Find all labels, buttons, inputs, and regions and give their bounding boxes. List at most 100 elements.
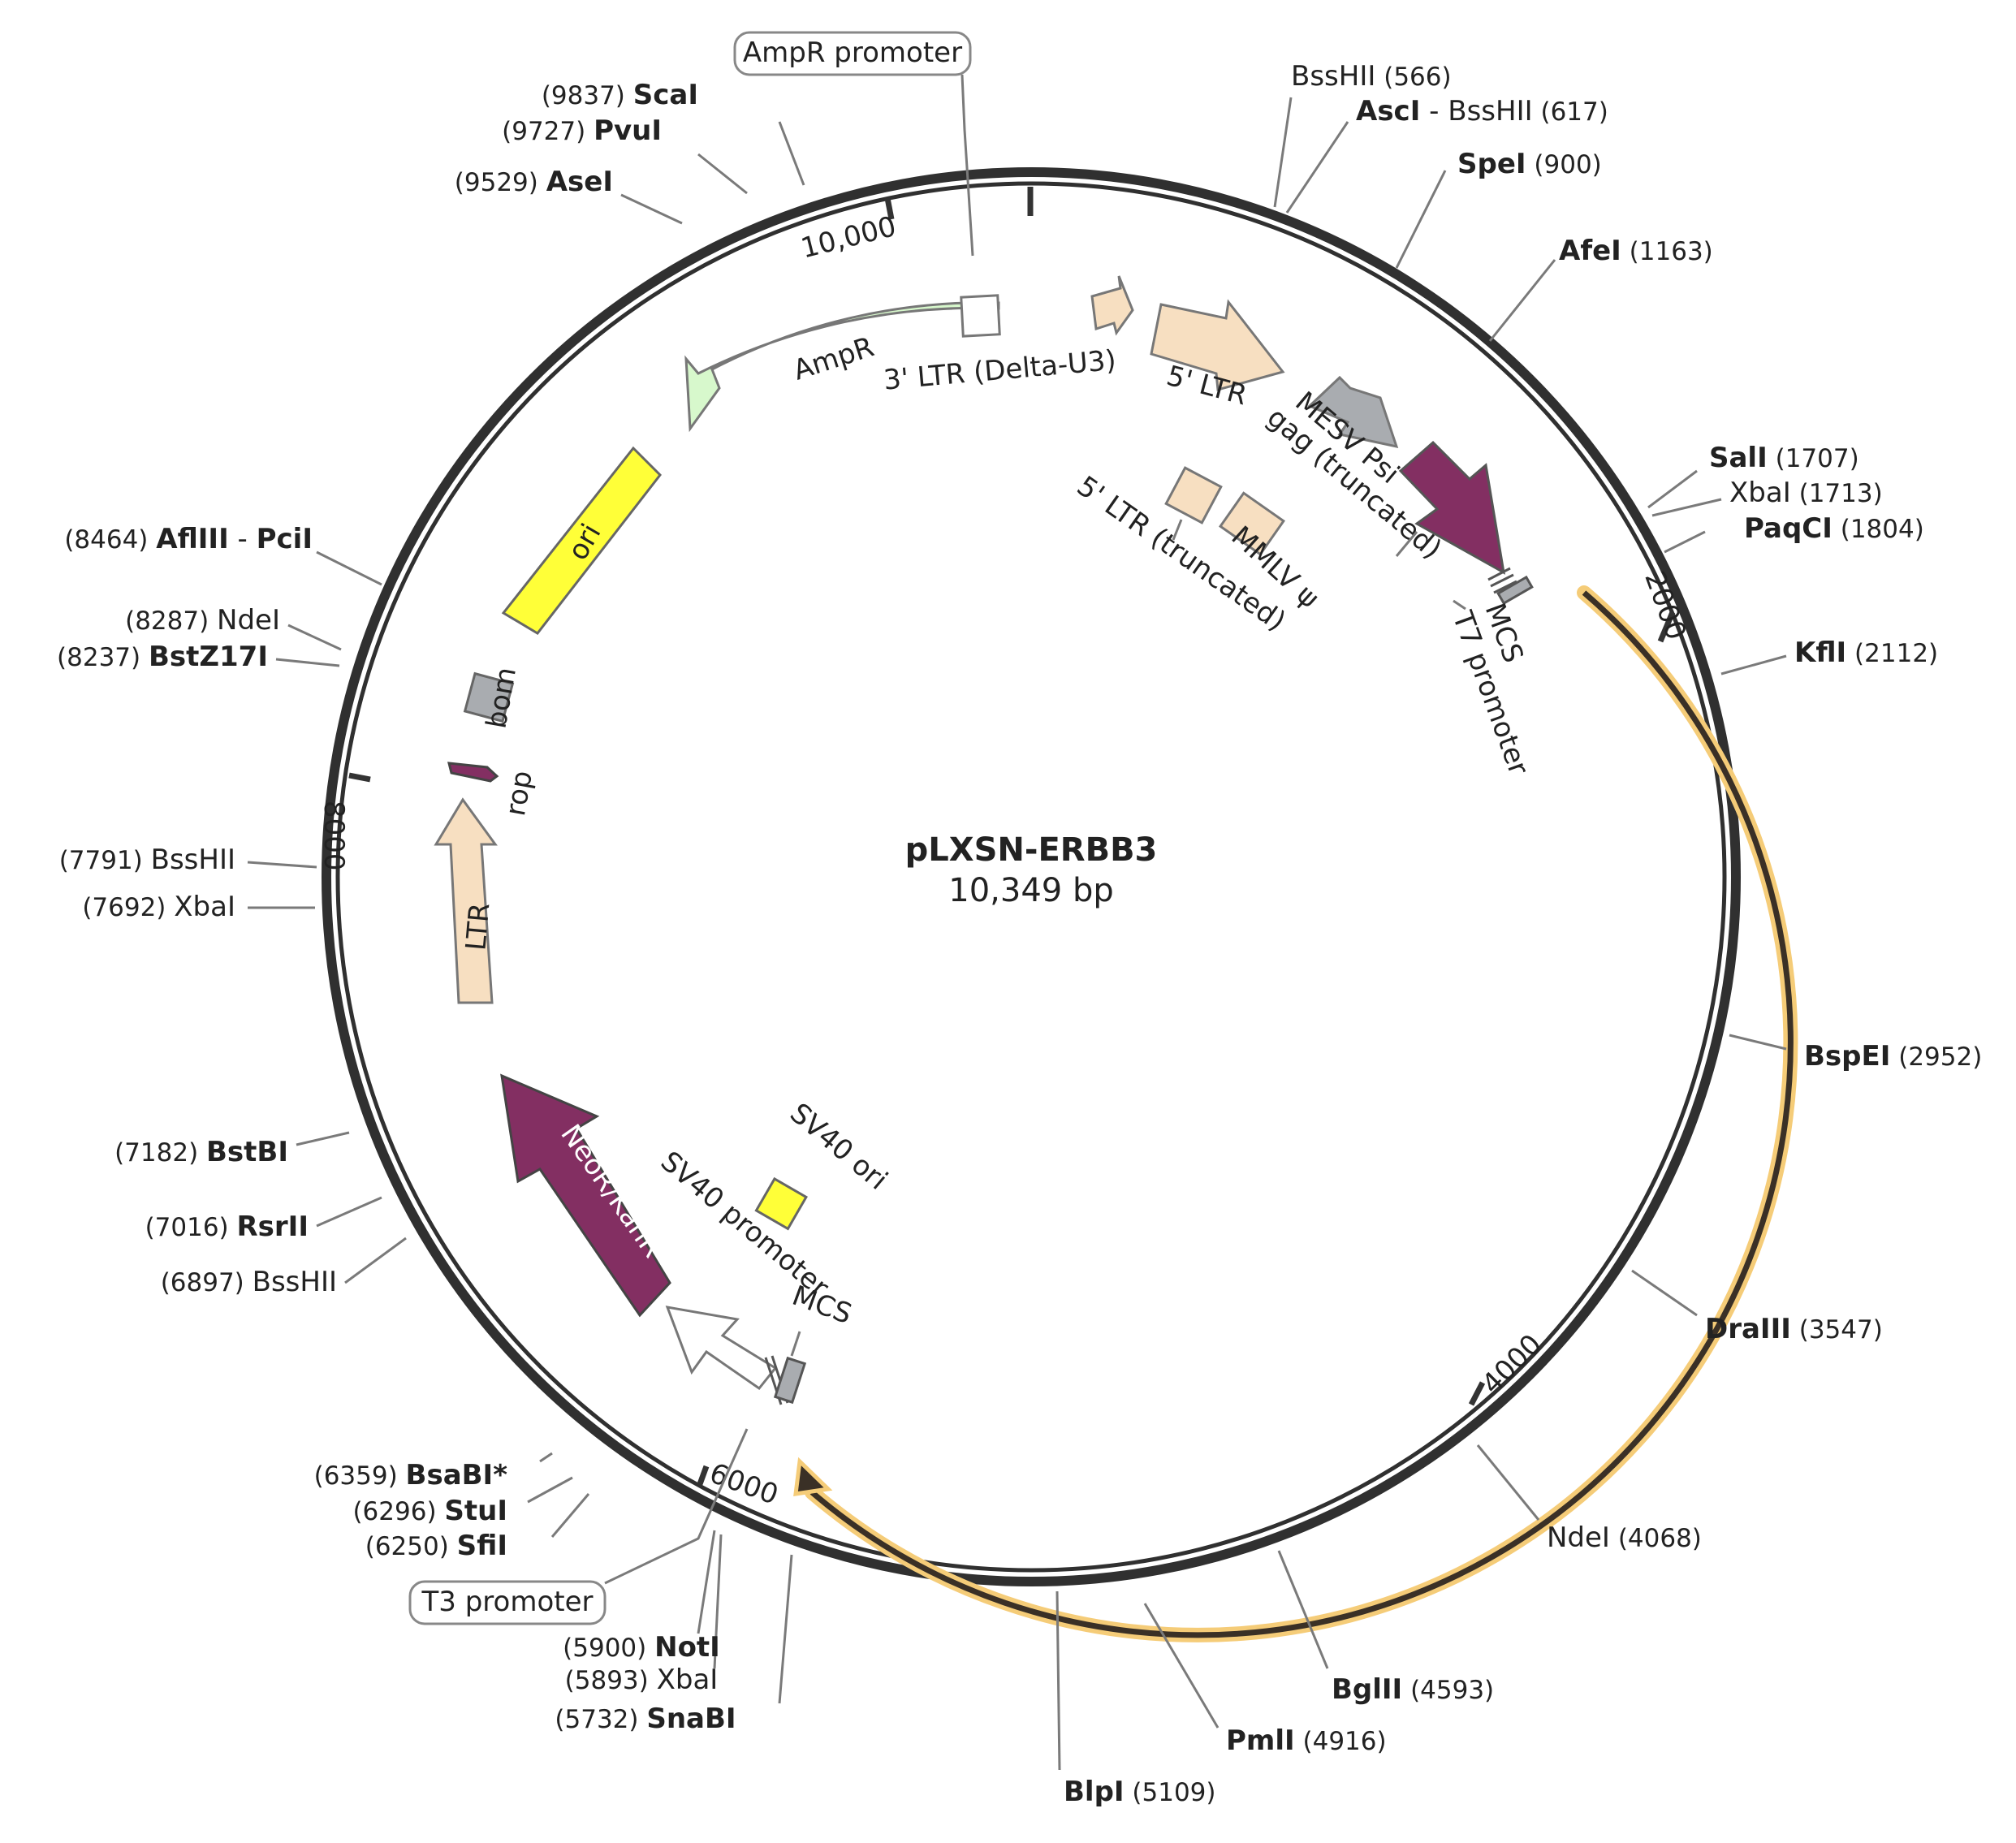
rop-label: rop: [499, 768, 539, 818]
feature-ori: ori: [501, 446, 662, 635]
feature-neor: NeoR/KanR: [500, 1073, 671, 1318]
site-xbai-5893: (5893) XbaI: [565, 1534, 723, 1696]
site-label: (9837) ScaI: [542, 79, 698, 111]
bom-label: bom: [481, 665, 524, 731]
site-label: BglII (4593): [1332, 1673, 1494, 1706]
feature-ltr-left: LTR: [434, 797, 498, 1004]
tick-10000: [884, 197, 895, 220]
site-rsrii-7016: (7016) RsrII: [145, 1196, 382, 1243]
ltr3-label: 3' LTR (Delta-U3): [883, 344, 1118, 397]
plasmid-name: pLXSN-ERBB3: [905, 831, 1158, 869]
ampr-label: AmpR: [789, 330, 878, 386]
site-label: (7182) BstBI: [114, 1136, 288, 1168]
site-label: (6359) BsaBI*: [314, 1459, 508, 1491]
site-label: KflI (2112): [1794, 637, 1938, 669]
site-noti-5900: (5900) NotI: [563, 1530, 720, 1664]
ltr-left-label: LTR: [460, 901, 496, 952]
site-bsshii-6897: (6897) BssHII: [161, 1237, 407, 1298]
svg-text:AmpR promoter: AmpR promoter: [743, 37, 962, 69]
site-afliii-8464: (8464) AflIII - PciI: [64, 523, 382, 586]
site-label: SpeI (900): [1457, 148, 1602, 180]
insert-arrowhead: [793, 1457, 833, 1496]
site-asei-9529: (9529) AseI: [455, 166, 683, 225]
site-label: (8464) AflIII - PciI: [64, 523, 313, 555]
site-bsshii-566: BssHII (566): [1273, 60, 1452, 208]
site-label: BssHII (566): [1291, 60, 1452, 93]
site-label: (9529) AseI: [455, 166, 613, 198]
site-label: (8287) NdeI: [125, 604, 280, 637]
site-draiii-3547: DraIII (3547): [1631, 1269, 1883, 1345]
site-label: PmlI (4916): [1226, 1724, 1387, 1757]
site-label: (5893) XbaI: [565, 1664, 719, 1696]
site-xbai-7692: (7692) XbaI: [82, 891, 315, 923]
restriction-sites: BssHII (566)AscI - BssHII (617) SpeI (900…: [57, 60, 1982, 1808]
site-label: (8237) BstZ17I: [57, 641, 268, 673]
site-label: SalI (1707): [1709, 442, 1859, 474]
svg-text:T3 promoter: T3 promoter: [421, 1586, 594, 1618]
site-label: AfeI (1163): [1559, 235, 1713, 267]
site-label: (6250) SfiI: [365, 1530, 507, 1562]
plasmid-length: 10,349 bp: [948, 872, 1113, 909]
tick-2000: [1657, 611, 1676, 643]
feature-sv40-promoter: SV40 promoter: [654, 1145, 835, 1391]
site-label: (7016) RsrII: [145, 1211, 309, 1243]
site-label: (9727) PvuI: [502, 114, 662, 147]
site-label: BspEI (2952): [1804, 1040, 1982, 1073]
site-bspei-2952: BspEI (2952): [1729, 1034, 1982, 1073]
site-ndei-8287: (8287) NdeI: [125, 604, 342, 651]
site-afei-1163: AfeI (1163): [1488, 235, 1713, 342]
site-scai-9837: (9837) ScaI: [542, 79, 805, 186]
site-label: DraIII (3547): [1705, 1313, 1883, 1345]
feature-bom: bom: [463, 665, 524, 731]
site-pvui-9727: (9727) PvuI: [502, 114, 748, 195]
tick-label-8000: 8000: [317, 801, 350, 871]
site-bstbi-7182: (7182) BstBI: [114, 1131, 350, 1168]
site-bstz17i-8237: (8237) BstZ17I: [57, 641, 340, 673]
site-label: BlpI (5109): [1064, 1776, 1216, 1808]
site-sfii-6250: (6250) SfiI: [365, 1493, 590, 1562]
site-sali-1707: SalI (1707): [1647, 442, 1859, 509]
site-snabi-5732: (5732) SnaBI: [555, 1554, 793, 1735]
feature-3ltr-arrow: [1090, 275, 1134, 336]
site-paqci-1804: PaqCI (1804): [1664, 512, 1924, 554]
site-label: (7692) XbaI: [82, 891, 235, 923]
site-label: (5900) NotI: [563, 1631, 720, 1664]
feature-gag-arrow: [1398, 440, 1505, 575]
feature-mcs-top: MCS T7 promoter: [1445, 567, 1535, 779]
sv40-ori-label: SV40 ori: [784, 1097, 893, 1197]
site-label: (7791) BssHII: [59, 844, 235, 876]
feature-5ltr-arrow: [1150, 299, 1285, 391]
mcs-bottom-label: MCS: [788, 1280, 856, 1331]
site-spei-900: SpeI (900): [1395, 148, 1602, 269]
tick-6000: [697, 1465, 710, 1486]
site-pmli-4916: PmlI (4916): [1143, 1603, 1387, 1757]
ampr-promoter-callout: AmpR promoter: [733, 31, 974, 257]
site-label: (5732) SnaBI: [555, 1703, 736, 1735]
site-xbai-1713: XbaI (1713): [1651, 477, 1883, 517]
feature-mesv-psi-arrow: [1307, 375, 1399, 449]
site-label: (6296) StuI: [352, 1495, 507, 1527]
site-bsshii-7791: (7791) BssHII: [59, 844, 317, 876]
site-label: (6897) BssHII: [161, 1266, 337, 1298]
feature-mmlv-psi: MMLV ψ 5' LTR (truncated): [1071, 466, 1325, 638]
tick-8000: [348, 772, 371, 783]
site-asci-617: AscI - BssHII (617): [1285, 95, 1608, 214]
feature-rop: rop: [447, 762, 539, 818]
feature-sv40-ori: SV40 ori: [754, 1097, 894, 1231]
site-label: XbaI (1713): [1729, 477, 1883, 509]
insert-arc: [793, 585, 1798, 1643]
site-kfli-2112: KflI (2112): [1720, 637, 1938, 675]
tick-4000: [1468, 1381, 1486, 1406]
site-label: PaqCI (1804): [1744, 512, 1924, 545]
site-stui-6296: (6296) StuI: [352, 1476, 573, 1527]
ampr-promoter-box: [960, 294, 1001, 338]
backbone: [322, 167, 1741, 1586]
site-bsabi-6359: (6359) BsaBI*: [314, 1452, 553, 1491]
feature-mcs-bottom: MCS: [764, 1280, 856, 1405]
site-label: NdeI (4068): [1547, 1521, 1702, 1554]
gag-leader: [1395, 531, 1418, 557]
site-blpi-5109: BlpI (5109): [1055, 1591, 1216, 1808]
site-ndei-4068: NdeI (4068): [1476, 1444, 1702, 1554]
site-label: AscI - BssHII (617): [1356, 95, 1608, 127]
